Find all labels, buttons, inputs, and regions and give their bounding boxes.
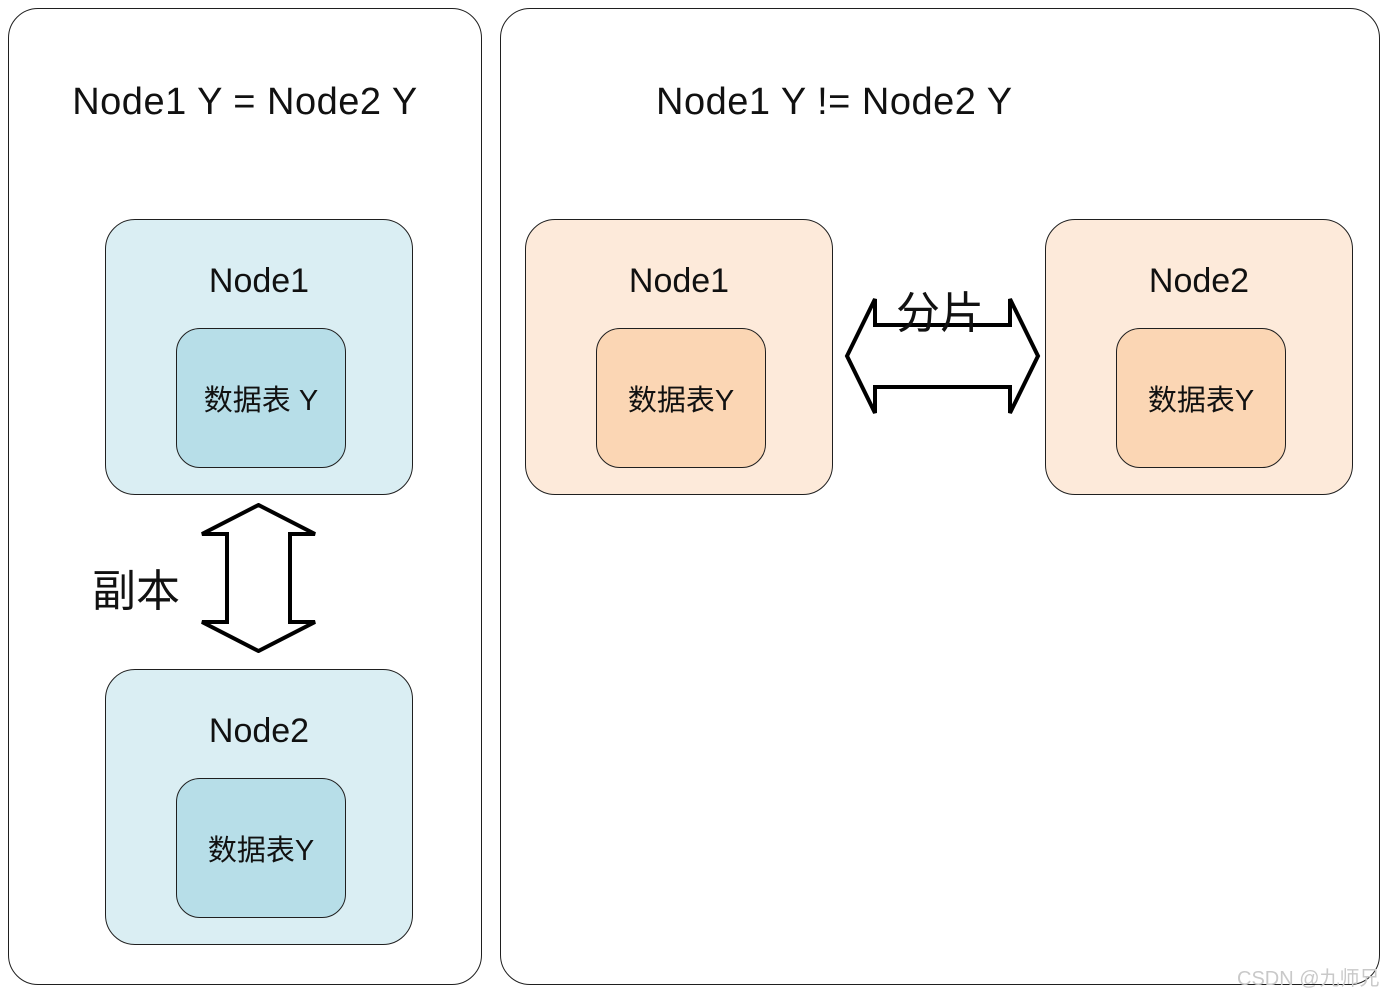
shard-node2-box: Node2 数据表Y [1045, 219, 1353, 495]
shard-node1-box: Node1 数据表Y [525, 219, 833, 495]
replica-panel-title: Node1 Y = Node2 Y [72, 81, 418, 123]
replica-node1-title: Node1 [208, 262, 310, 300]
shard-panel-title: Node1 Y != Node2 Y [656, 81, 1013, 123]
shard-node2-title: Node2 [1148, 262, 1250, 300]
shard-panel: Node1 Y != Node2 Y Node1 数据表Y 分片 Node2 数… [500, 8, 1380, 985]
replica-panel: Node1 Y = Node2 Y Node1 数据表 Y 副本 Node2 数… [8, 8, 482, 985]
shard-node1-table-box: 数据表Y [596, 328, 766, 468]
replica-node2-table-box: 数据表Y [176, 778, 346, 918]
replica-node2-title: Node2 [208, 712, 310, 750]
replica-node2-box: Node2 数据表Y [105, 669, 413, 945]
replica-node1-box: Node1 数据表 Y [105, 219, 413, 495]
horizontal-double-arrow-icon [844, 298, 1041, 414]
shard-arrow-label: 分片 [896, 289, 984, 338]
shard-node1-title: Node1 [628, 262, 730, 300]
shard-node2-table-box: 数据表Y [1116, 328, 1286, 468]
csdn-watermark: CSDN @九师兄 [1237, 968, 1380, 990]
vertical-double-arrow-icon [201, 503, 316, 653]
replica-node1-table-box: 数据表 Y [176, 328, 346, 468]
replica-arrow-label: 副本 [92, 567, 180, 616]
